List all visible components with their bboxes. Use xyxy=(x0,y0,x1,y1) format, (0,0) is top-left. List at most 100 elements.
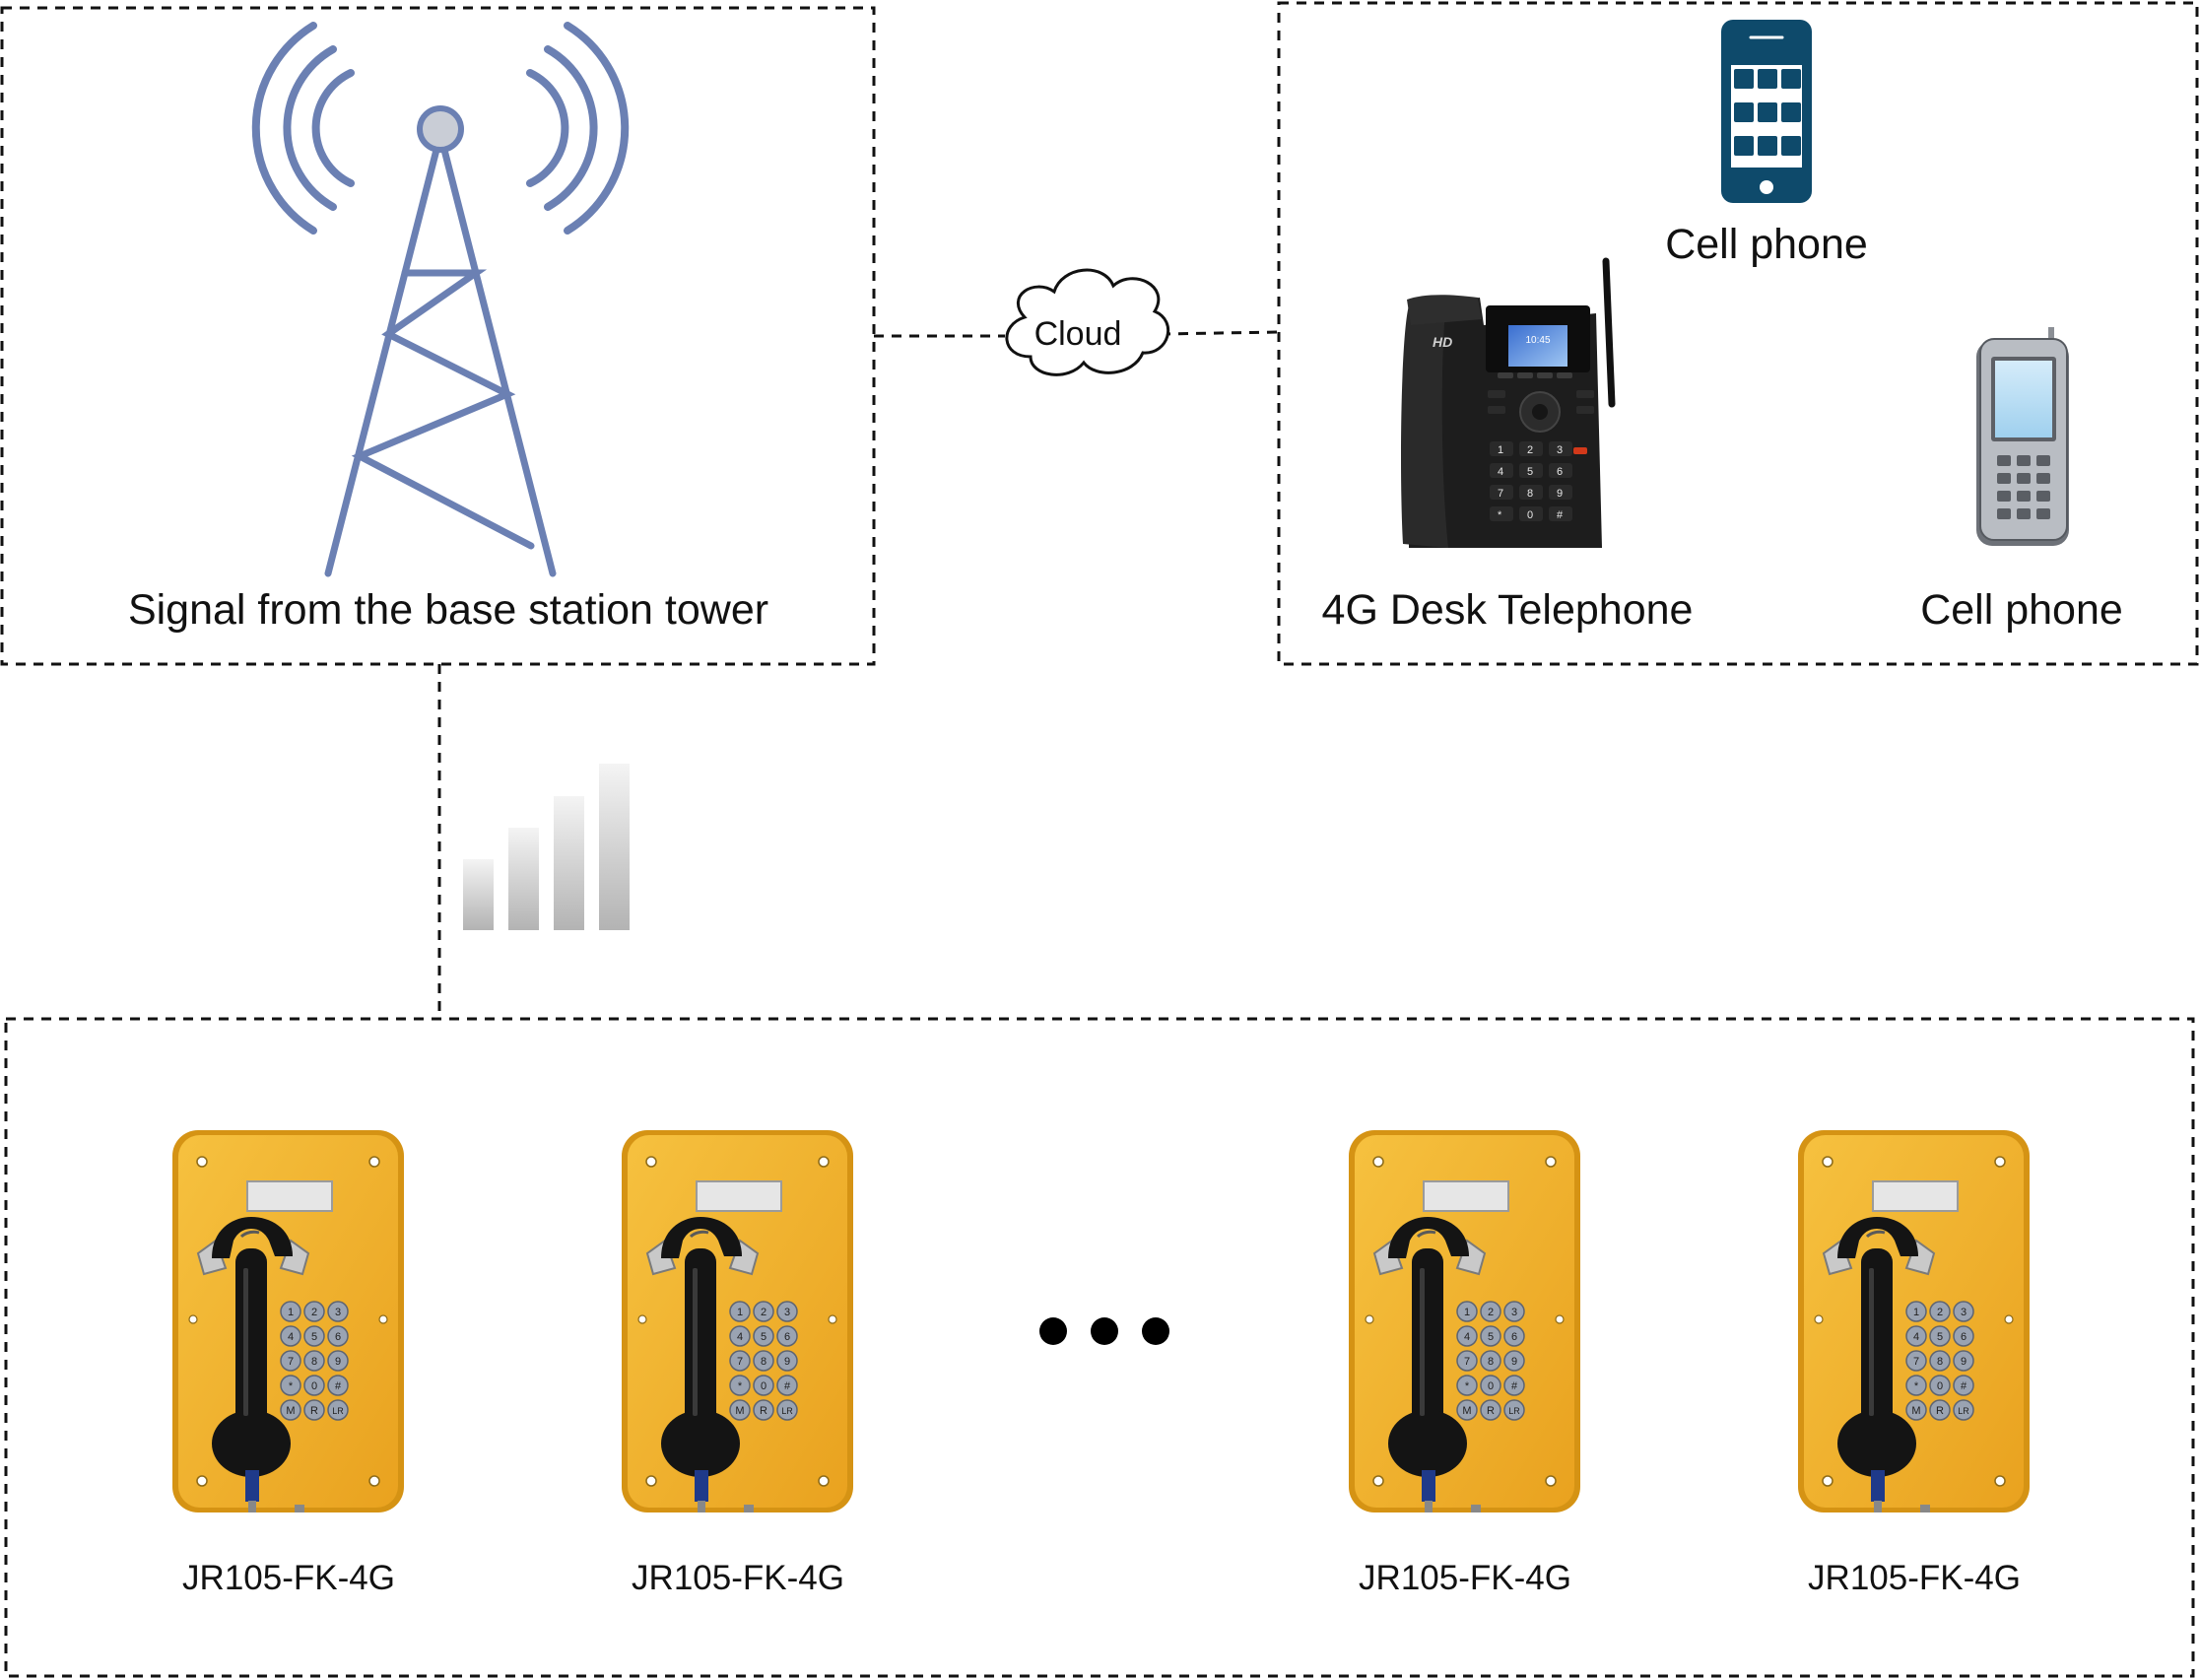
keypad-button xyxy=(729,1375,751,1396)
keypad-key-label: 9 xyxy=(1961,1356,1967,1368)
desk-key-label: 8 xyxy=(1527,488,1533,500)
desk-key xyxy=(1549,506,1572,521)
desk-key xyxy=(1519,506,1543,521)
keypad-button xyxy=(1953,1325,1974,1347)
keypad-key-label: 8 xyxy=(1488,1356,1494,1368)
smartphone-label: Cell phone xyxy=(1665,221,1868,268)
feature-phone-label: Cell phone xyxy=(1920,586,2123,634)
desk-key-label: 6 xyxy=(1557,466,1563,478)
keypad-key-label: M xyxy=(735,1405,744,1417)
keypad-key-label: 2 xyxy=(311,1307,317,1318)
keypad-key-label: 2 xyxy=(1937,1307,1943,1318)
keypad-button xyxy=(1929,1399,1951,1421)
keypad-key-label: 7 xyxy=(1913,1356,1919,1368)
keypad-button xyxy=(280,1301,301,1322)
keypad-key-label: R xyxy=(760,1405,767,1417)
keypad-key-label: LR xyxy=(1958,1406,1969,1416)
keypad-key-label: LR xyxy=(332,1406,344,1416)
keypad-button xyxy=(1503,1301,1525,1322)
keypad-button xyxy=(1929,1350,1951,1372)
terminal-model-label: JR105-FK-4G xyxy=(182,1559,395,1597)
keypad-button xyxy=(303,1325,325,1347)
keypad-button xyxy=(303,1301,325,1322)
keypad-button xyxy=(1953,1399,1974,1421)
keypad-key-label: 2 xyxy=(1488,1307,1494,1318)
keypad-button xyxy=(776,1375,798,1396)
keypad-key-label: 3 xyxy=(335,1307,341,1318)
keypad-key-label: 0 xyxy=(311,1380,317,1392)
desk-key xyxy=(1519,485,1543,500)
smartphone-icon xyxy=(1721,20,1812,203)
keypad-button xyxy=(753,1350,774,1372)
keypad-button xyxy=(1953,1350,1974,1372)
base-station-tower-icon xyxy=(251,22,630,577)
keypad-button xyxy=(1456,1325,1478,1347)
terminal-model-label: JR105-FK-4G xyxy=(1808,1559,2021,1597)
keypad-button xyxy=(1905,1375,1927,1396)
keypad-button xyxy=(280,1325,301,1347)
desk-key xyxy=(1490,485,1513,500)
keypad-button xyxy=(776,1301,798,1322)
keypad-key-label: 6 xyxy=(335,1331,341,1343)
keypad-button xyxy=(327,1350,349,1372)
keypad-button xyxy=(1480,1399,1501,1421)
cloud-label: Cloud xyxy=(1034,315,1122,353)
keypad-key-label: 9 xyxy=(784,1356,790,1368)
desk-key-label: 7 xyxy=(1498,488,1503,500)
keypad-button xyxy=(753,1399,774,1421)
keypad-key-label: 1 xyxy=(288,1307,294,1318)
keypad-key-label: 3 xyxy=(784,1307,790,1318)
keypad-button xyxy=(1456,1301,1478,1322)
tower-label: Signal from the base station tower xyxy=(128,586,768,634)
keypad-button xyxy=(327,1399,349,1421)
desk-key-label: 0 xyxy=(1527,509,1533,521)
keypad-button xyxy=(753,1375,774,1396)
keypad-button xyxy=(753,1325,774,1347)
desk-key-label: 9 xyxy=(1557,488,1563,500)
more-terminals-ellipsis xyxy=(1039,1317,1169,1345)
keypad-key-label: 0 xyxy=(1937,1380,1943,1392)
keypad-key-label: LR xyxy=(1508,1406,1520,1416)
keypad-key-label: R xyxy=(1936,1405,1944,1417)
desk-key-label: 3 xyxy=(1557,444,1563,456)
keypad-key-label: 7 xyxy=(1464,1356,1470,1368)
keypad-key-label: LR xyxy=(781,1406,793,1416)
keypad-key-label: M xyxy=(286,1405,295,1417)
keypad-button xyxy=(1456,1399,1478,1421)
keypad-key-label: # xyxy=(1511,1380,1518,1392)
keypad-key-label: 4 xyxy=(288,1331,294,1343)
keypad-button xyxy=(1480,1375,1501,1396)
keypad-key-label: 4 xyxy=(737,1331,743,1343)
keypad-button xyxy=(280,1399,301,1421)
keypad-key-label: R xyxy=(310,1405,318,1417)
desk-phone-label: 4G Desk Telephone xyxy=(1322,586,1694,634)
keypad-button xyxy=(1905,1325,1927,1347)
keypad-button xyxy=(303,1399,325,1421)
keypad-button xyxy=(303,1375,325,1396)
desk-phone-badge: HD xyxy=(1433,334,1452,350)
keypad-key-label: 6 xyxy=(784,1331,790,1343)
keypad-key-label: M xyxy=(1462,1405,1471,1417)
keypad-button xyxy=(1905,1301,1927,1322)
keypad-key-label: 8 xyxy=(311,1356,317,1368)
signal-strength-icon xyxy=(463,764,630,930)
keypad-button xyxy=(753,1301,774,1322)
keypad-key-label: 0 xyxy=(1488,1380,1494,1392)
keypad-button xyxy=(729,1301,751,1322)
keypad-button xyxy=(1503,1399,1525,1421)
desk-key-label: 2 xyxy=(1527,444,1533,456)
remote-phones-group-box xyxy=(1277,1,2199,666)
desk-key xyxy=(1549,463,1572,478)
keypad-button xyxy=(729,1325,751,1347)
desk-key xyxy=(1490,463,1513,478)
desk-key xyxy=(1490,506,1513,521)
keypad-key-label: 6 xyxy=(1961,1331,1967,1343)
keypad-button xyxy=(1953,1375,1974,1396)
